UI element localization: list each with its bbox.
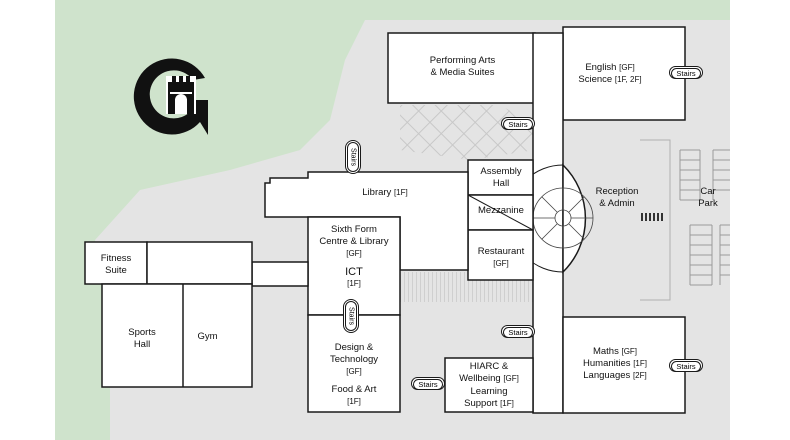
main-corridor [532, 32, 564, 414]
library-label: Library [1F] [340, 187, 430, 199]
stairs-english-label: Stairs [671, 68, 701, 79]
sixth-form-floor: [GF] [346, 249, 362, 258]
sixth-form-line1: Sixth Form [331, 224, 377, 235]
mezzanine-label: Mezzanine [478, 205, 524, 216]
hiarc-line2: Wellbeing [459, 373, 501, 384]
ict-name: ICT [345, 266, 363, 278]
car-park-bays [640, 139, 730, 301]
food-art-label: Food & Art [1F] [308, 384, 400, 408]
reception-line2: & Admin [599, 198, 635, 209]
ict-floor: [1F] [347, 279, 361, 288]
library-name: Library [362, 187, 392, 198]
english-science-block [562, 26, 686, 121]
performing-arts-label: Performing Arts & Media Suites [400, 55, 525, 79]
sports-hall-label: Sports Hall [112, 327, 172, 351]
sports-hall-line2: Hall [133, 339, 151, 350]
science-floor: [1F, 2F] [614, 75, 642, 84]
spiral-stair [532, 187, 594, 249]
mezzanine-diagonal [467, 194, 534, 231]
languages-floor: [2F] [632, 371, 647, 380]
hiarc-floor: [GF] [503, 374, 519, 383]
maths-floor: [GF] [621, 347, 638, 356]
car-park-line2: Park [698, 198, 718, 209]
grass-strip [250, 0, 730, 20]
fitness-label: Fitness Suite [86, 253, 146, 277]
sports-hall-block [101, 283, 253, 388]
performing-arts-line2: & Media Suites [430, 67, 495, 78]
learning-support-floor: [1F] [500, 399, 514, 408]
stairs-central-label: Stairs [503, 327, 533, 338]
assembly-line1: Assembly [480, 166, 522, 177]
stairs-performing-arts-label: Stairs [503, 119, 533, 130]
learning-support-line1: Learning [470, 386, 508, 397]
gym-label: Gym [197, 331, 218, 342]
zebra-crossing [641, 213, 663, 221]
humanities-floor: [1F] [633, 359, 647, 368]
ict-label: ICT [1F] [308, 266, 400, 290]
stairs-maths[interactable]: Stairs [669, 359, 703, 372]
sixth-form-label: Sixth Form Centre & Library [GF] [308, 224, 400, 260]
stairs-maths-label: Stairs [671, 361, 701, 372]
maths-name: Maths [592, 346, 619, 357]
fitness-block [84, 241, 148, 285]
design-tech-line1: Design & [334, 342, 374, 353]
fitness-line1: Fitness [100, 253, 132, 264]
reception-line1: Reception [595, 186, 639, 197]
design-tech-floor: [GF] [346, 367, 362, 376]
learning-support-label: Learning Support [1F] [447, 386, 531, 410]
maths-block [562, 316, 686, 414]
science-name: Science [578, 74, 613, 85]
restaurant-label: Restaurant [GF] [470, 246, 532, 270]
link-corridor [251, 261, 309, 287]
english-science-label: English [GF] Science [1F, 2F] [565, 62, 655, 86]
humanities-name: Humanities [583, 358, 631, 369]
sports-upper-block [146, 241, 253, 285]
design-tech-label: Design & Technology [GF] [308, 342, 400, 378]
stairs-hiarc[interactable]: Stairs [411, 377, 445, 390]
stairs-library-label: Stairs [349, 148, 357, 166]
car-park-line1: Car [700, 186, 716, 197]
restaurant-floor: [GF] [493, 259, 509, 268]
assembly-hall-label: Assembly Hall [470, 166, 532, 190]
stairs-library[interactable]: Stairs [345, 140, 361, 174]
performing-arts-line1: Performing Arts [429, 55, 496, 66]
car-park-label: Car Park [692, 186, 724, 210]
performing-arts-block [387, 32, 536, 104]
sports-hall-line1: Sports [128, 327, 156, 338]
assembly-line2: Hall [492, 178, 510, 189]
food-art-name: Food & Art [331, 384, 377, 395]
stairs-hiarc-label: Stairs [413, 379, 443, 390]
stairs-ict-label: Stairs [347, 307, 355, 325]
hiarc-label: HIARC & Wellbeing [GF] [447, 361, 531, 385]
library-floor: [1F] [393, 188, 408, 197]
hiarc-line1: HIARC & [469, 361, 509, 372]
english-name: English [585, 62, 617, 73]
learning-support-line2: Support [464, 398, 498, 409]
maths-label: Maths [GF] Humanities [1F] Languages [2F… [570, 346, 660, 382]
castle-g-logo [133, 58, 208, 135]
stairs-ict[interactable]: Stairs [343, 299, 359, 333]
restaurant-name: Restaurant [477, 246, 525, 257]
languages-name: Languages [583, 370, 631, 381]
design-tech-line2: Technology [329, 354, 379, 365]
stairs-english[interactable]: Stairs [669, 66, 703, 79]
reception-label: Reception & Admin [583, 186, 651, 210]
food-art-floor: [1F] [347, 397, 361, 406]
reception-rotunda [562, 163, 587, 274]
stairs-performing-arts[interactable]: Stairs [501, 117, 535, 130]
english-floor: [GF] [619, 63, 635, 72]
fitness-line2: Suite [105, 265, 127, 276]
sixth-form-line2: Centre & Library [319, 236, 389, 247]
assembly-hall-block [467, 159, 534, 196]
hiarc-block [444, 357, 534, 413]
stairs-central[interactable]: Stairs [501, 325, 535, 338]
